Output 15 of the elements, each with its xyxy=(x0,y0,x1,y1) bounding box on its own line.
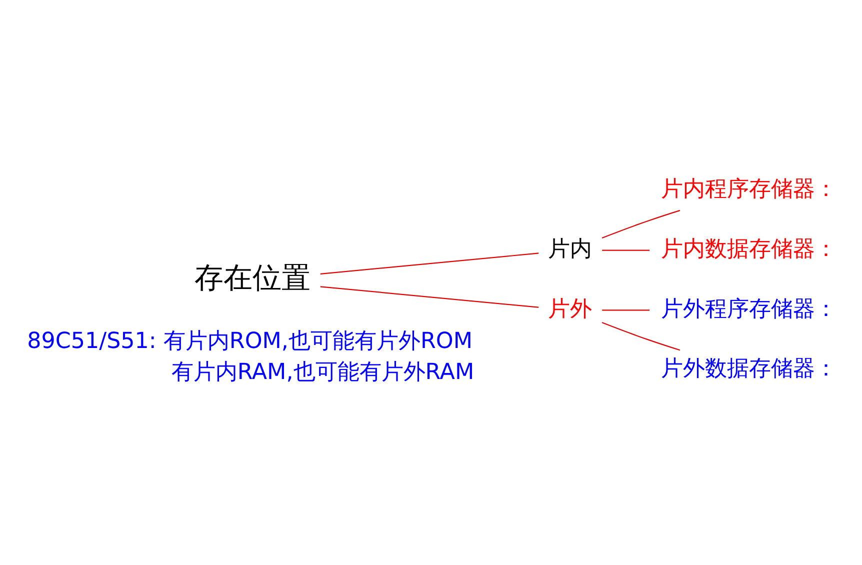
node-text: 片外 xyxy=(548,296,592,322)
label: 89C51/S51: 有片内ROM,也可能有片外ROM xyxy=(27,328,473,354)
connector xyxy=(320,252,539,274)
connector xyxy=(320,286,539,308)
node-text: 片外数据存储器： xyxy=(660,356,837,382)
connector xyxy=(602,322,680,351)
node-text: 片内程序存储器： xyxy=(660,176,837,202)
node-text: 片内数据存储器： xyxy=(660,236,837,262)
connector xyxy=(602,310,650,311)
node-text: 片内 xyxy=(548,236,592,262)
node-text: 片外程序存储器： xyxy=(660,296,837,322)
connector xyxy=(602,250,650,251)
label: 有片内RAM,也可能有片外RAM xyxy=(171,359,474,386)
node-text: 存在位置 xyxy=(194,260,310,294)
connector xyxy=(602,210,680,239)
